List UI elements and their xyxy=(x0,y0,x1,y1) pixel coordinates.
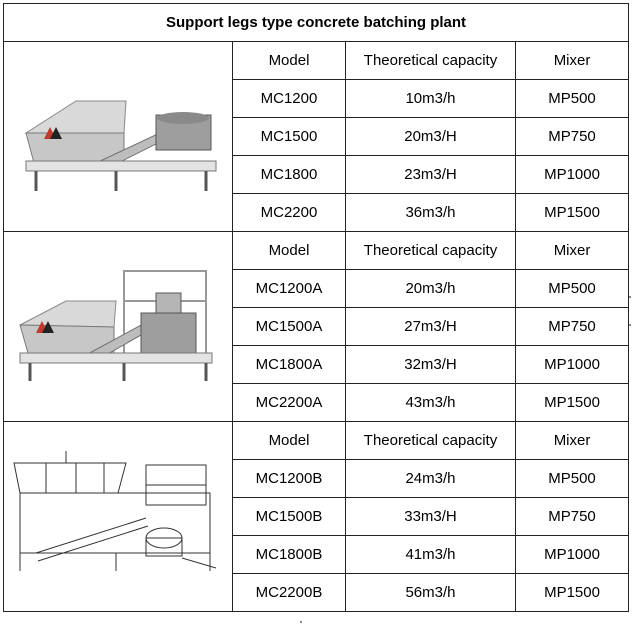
batching-plant-photo xyxy=(6,62,230,211)
table-row: MC1500A 27m3/H MP750 xyxy=(4,307,630,346)
capacity-cell: 36m3/h xyxy=(345,193,516,232)
header-capacity: Theoretical capacity xyxy=(345,41,516,80)
mixer-cell: MP1000 xyxy=(514,345,630,384)
mixer-cell: MP1000 xyxy=(514,155,630,194)
model-cell: MC1200B xyxy=(232,459,346,498)
spec-table-frame: Support legs type concrete batching plan… xyxy=(2,3,630,622)
capacity-cell: 41m3/h xyxy=(345,535,516,574)
capacity-cell: 20m3/H xyxy=(345,117,516,156)
capacity-cell: 43m3/h xyxy=(345,383,516,422)
capacity-cell: 10m3/h xyxy=(345,79,516,118)
mixer-cell: MP500 xyxy=(514,79,630,118)
table-row: MC1200 10m3/h MP500 xyxy=(4,79,630,118)
batching-plant-line-drawing xyxy=(6,442,230,591)
capacity-cell: 27m3/H xyxy=(345,307,516,346)
header-row: Model Theoretical capacity Mixer xyxy=(3,421,630,612)
header-model: Model xyxy=(232,421,346,460)
model-cell: MC1800B xyxy=(232,535,346,574)
header-mixer: Mixer xyxy=(514,41,630,80)
model-cell: MC2200A xyxy=(232,383,346,422)
title-row: Support legs type concrete batching plan… xyxy=(2,3,630,42)
mixer-cell: MP1500 xyxy=(514,383,630,422)
table-row: MC1800B 41m3/h MP1000 xyxy=(4,535,630,574)
header-row: Model Theoretical capacity Mixer xyxy=(3,231,630,422)
header-mixer: Mixer xyxy=(514,231,630,270)
model-cell: MC1200A xyxy=(232,269,346,308)
table-row: MC2200A 43m3/h MP1500 xyxy=(4,383,630,422)
plant-image-cell xyxy=(3,421,233,612)
table-row: MC1200A 20m3/h MP500 xyxy=(4,269,630,308)
capacity-cell: 24m3/h xyxy=(345,459,516,498)
mixer-cell: MP500 xyxy=(514,459,630,498)
plant-image-cell xyxy=(3,231,233,422)
mixer-cell: MP750 xyxy=(514,307,630,346)
mixer-cell: MP500 xyxy=(514,269,630,308)
mixer-cell: MP1000 xyxy=(514,535,630,574)
mixer-cell: MP1500 xyxy=(514,573,630,612)
header-row: Model Theoretical capacity Mixer xyxy=(3,41,630,232)
header-model: Model xyxy=(232,231,346,270)
header-mixer: Mixer xyxy=(514,421,630,460)
model-cell: MC2200 xyxy=(232,193,346,232)
model-cell: MC2200B xyxy=(232,573,346,612)
header-capacity: Theoretical capacity xyxy=(345,421,516,460)
edge-dot xyxy=(629,296,631,298)
table-row: MC2200B 56m3/h MP1500 xyxy=(4,573,630,612)
plant-image-cell xyxy=(3,41,233,232)
edge-dot xyxy=(629,324,631,326)
table-title: Support legs type concrete batching plan… xyxy=(2,3,630,42)
capacity-cell: 56m3/h xyxy=(345,573,516,612)
table-row: MC1500B 33m3/H MP750 xyxy=(4,497,630,536)
mixer-cell: MP750 xyxy=(514,497,630,536)
capacity-cell: 20m3/h xyxy=(345,269,516,308)
table-row: MC1800A 32m3/H MP1000 xyxy=(4,345,630,384)
table-row: MC1500 20m3/H MP750 xyxy=(4,117,630,156)
edge-dot xyxy=(300,621,302,623)
model-cell: MC1500 xyxy=(232,117,346,156)
capacity-cell: 33m3/H xyxy=(345,497,516,536)
header-capacity: Theoretical capacity xyxy=(345,231,516,270)
table-row: MC1800 23m3/H MP1000 xyxy=(4,155,630,194)
model-cell: MC1500A xyxy=(232,307,346,346)
header-model: Model xyxy=(232,41,346,80)
spec-table: Support legs type concrete batching plan… xyxy=(2,3,630,612)
mixer-cell: MP750 xyxy=(514,117,630,156)
mixer-cell: MP1500 xyxy=(514,193,630,232)
model-cell: MC1500B xyxy=(232,497,346,536)
table-row: MC2200 36m3/h MP1500 xyxy=(4,193,630,232)
model-cell: MC1800 xyxy=(232,155,346,194)
capacity-cell: 32m3/H xyxy=(345,345,516,384)
model-cell: MC1200 xyxy=(232,79,346,118)
model-cell: MC1800A xyxy=(232,345,346,384)
batching-plant-with-frame-photo xyxy=(6,252,230,401)
capacity-cell: 23m3/H xyxy=(345,155,516,194)
